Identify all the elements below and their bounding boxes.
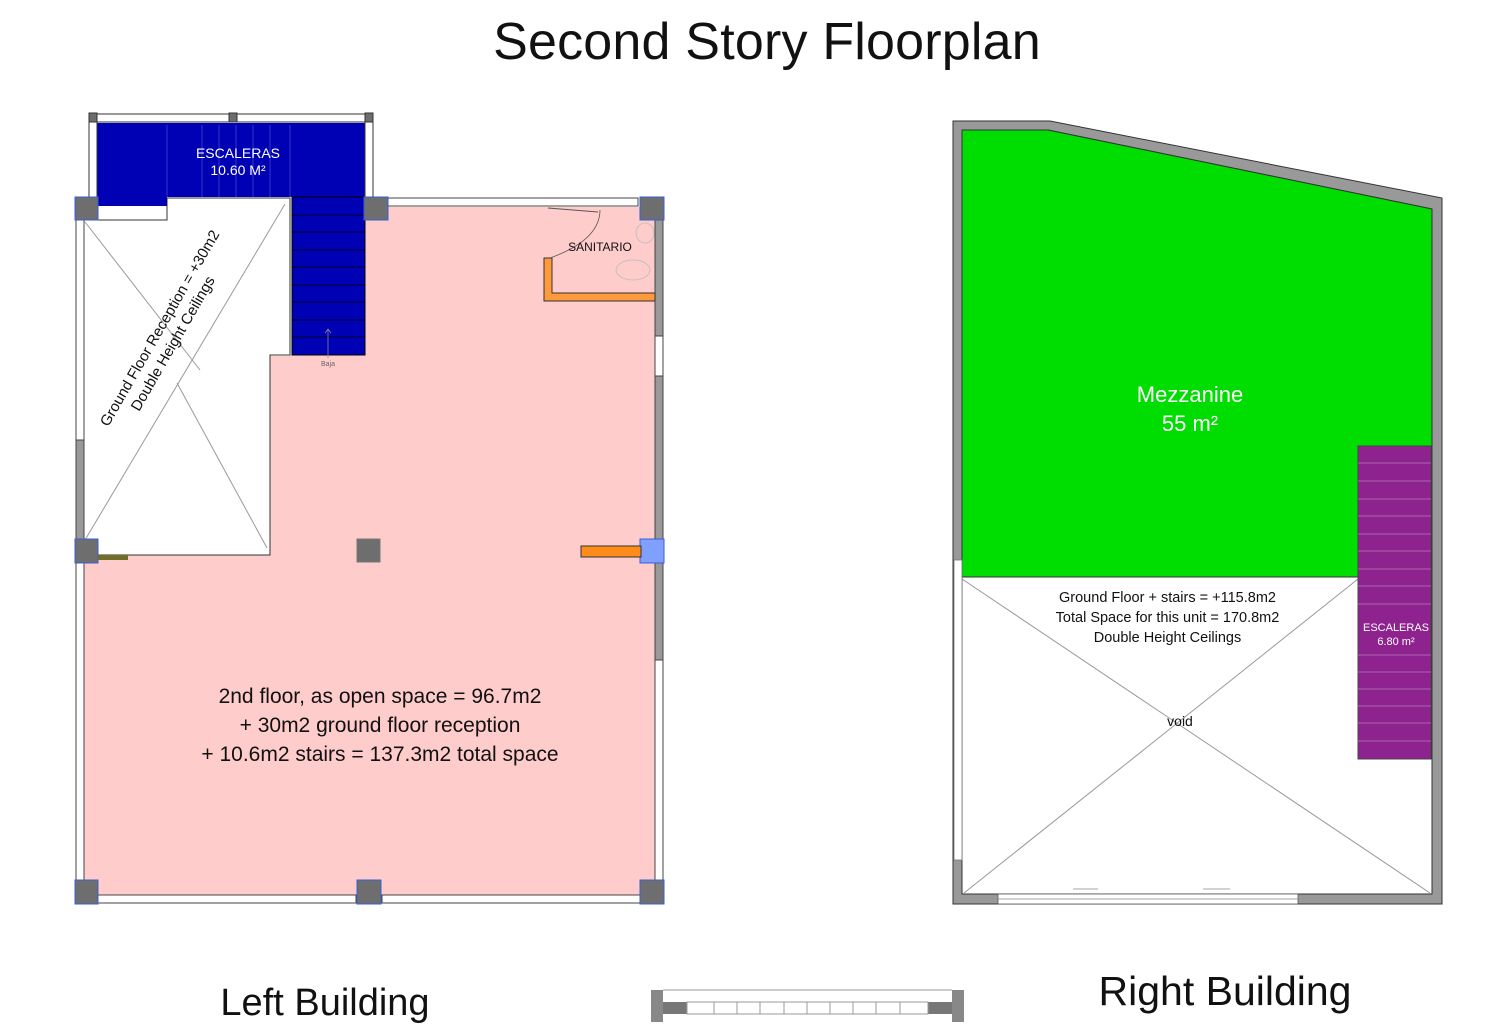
void-line-1: Ground Floor + stairs = +115.8m2 (1059, 590, 1276, 606)
sanitary-partition (543, 207, 656, 558)
mezzanine-label: Mezzanine 55 m² (1100, 380, 1280, 438)
left-stairs-label: ESCALERAS 10.60 M² (158, 145, 318, 179)
right-stairs-label: ESCALERAS 6.80 m² (1358, 621, 1434, 649)
open-space-line-3: + 10.6m2 stairs = 137.3m2 total space (201, 743, 559, 766)
open-space-label: 2nd floor, as open space = 96.7m2 + 30m2… (150, 682, 610, 769)
left-building-plan (74, 112, 665, 905)
right-stairs-area: 6.80 m² (1377, 636, 1415, 648)
void-area-label: Ground Floor + stairs = +115.8m2 Total S… (1030, 588, 1305, 648)
void-label: void (1167, 713, 1193, 729)
mezzanine-name: Mezzanine (1136, 382, 1244, 407)
mezzanine-area-value: 55 m² (1161, 411, 1219, 436)
left-stairs-name: ESCALERAS (195, 145, 281, 161)
columns (74, 196, 665, 905)
left-building-caption: Left Building (220, 982, 430, 1024)
right-building-plan (952, 120, 1443, 905)
void-line-2: Total Space for this unit = 170.8m2 (1055, 610, 1280, 626)
void-line-3: Double Height Ceilings (1093, 630, 1242, 646)
right-stairs-name: ESCALERAS (1362, 622, 1430, 634)
stair-direction-label: Baja (320, 361, 335, 368)
sanitary-label: SANITARIO (568, 240, 632, 254)
reception-void-area[interactable] (82, 197, 291, 556)
scale-bar (651, 989, 964, 1022)
left-stairs-area: 10.60 M² (210, 162, 266, 178)
left-stairs[interactable] (97, 123, 366, 358)
right-building-caption: Right Building (1098, 968, 1352, 1014)
right-stairs[interactable] (1357, 445, 1432, 760)
open-space-line-2: + 30m2 ground floor reception (239, 714, 521, 737)
open-space-line-1: 2nd floor, as open space = 96.7m2 (218, 685, 542, 708)
page-title: Second Story Floorplan (493, 13, 1041, 71)
